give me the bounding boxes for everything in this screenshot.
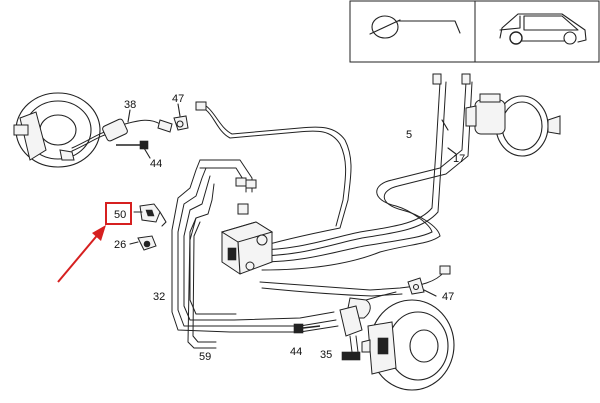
label-47-right: 47: [442, 291, 454, 303]
bracket-47-right: [407, 277, 437, 297]
front-left-brake-disc: [13, 92, 101, 168]
front-left-brake-hose: [71, 118, 173, 152]
label-44-top: 44: [150, 158, 162, 170]
brake-line-bundle: [171, 73, 473, 349]
label-59: 59: [199, 351, 211, 363]
union-fitting-top: [195, 101, 207, 111]
label-26: 26: [114, 239, 126, 251]
label-5: 5: [406, 129, 412, 141]
label-38: 38: [124, 99, 136, 111]
bolt-44-top: [116, 140, 149, 150]
clip-50: [139, 203, 167, 227]
label-32: 32: [153, 291, 165, 303]
label-47-top: 47: [172, 93, 184, 105]
leader-lines: [127, 103, 457, 245]
label-50: 50: [114, 209, 126, 221]
rear-right-brake-disc: [361, 299, 455, 391]
brake-booster: [465, 93, 561, 157]
bracket-47-top: [173, 115, 189, 131]
brake-disc-symbol-icon: [369, 15, 461, 39]
label-35: 35: [320, 349, 332, 361]
abs-hydraulic-unit: [220, 221, 274, 275]
label-17: 17: [453, 153, 465, 165]
highlight-arrow-icon: [57, 225, 106, 283]
rear-brake-hose: [339, 291, 397, 361]
header-icon-panel: [349, 0, 600, 63]
bolt-44-bottom: [293, 323, 321, 334]
highlight-box-50: [105, 202, 132, 225]
station-wagon-car-icon: [499, 13, 587, 45]
clip-26: [137, 235, 157, 251]
label-44-bottom: 44: [290, 346, 302, 358]
